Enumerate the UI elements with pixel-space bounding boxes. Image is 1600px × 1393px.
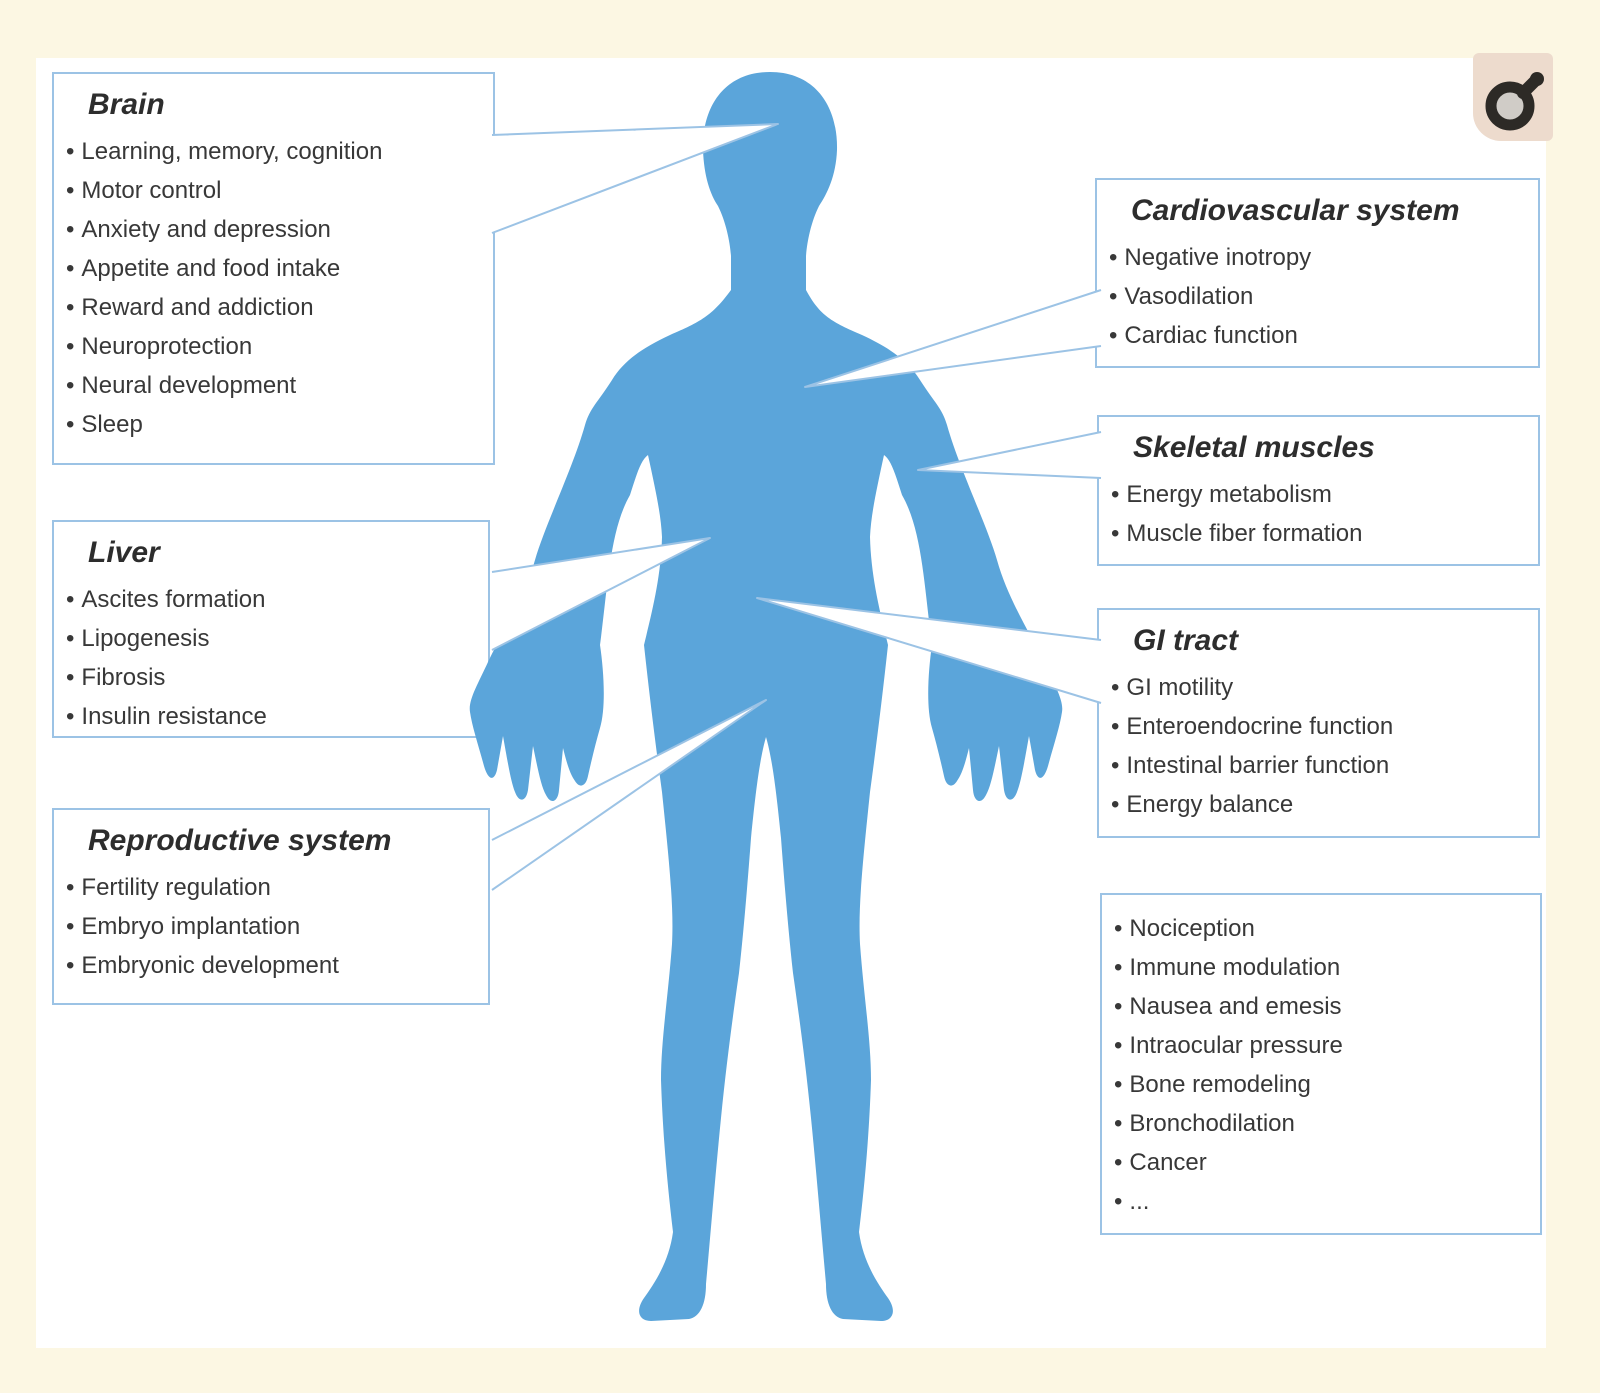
bullet-item: Enteroendocrine function: [1111, 707, 1530, 746]
bullet-item: Nociception: [1114, 909, 1532, 948]
bullet-item: Nausea and emesis: [1114, 987, 1532, 1026]
callout-box-liver: Liver Ascites formationLipogenesisFibros…: [52, 520, 490, 738]
box-title: Liver: [88, 536, 160, 569]
box-items: NociceptionImmune modulationNausea and e…: [1114, 909, 1532, 1221]
bullet-item: Embryo implantation: [66, 907, 480, 946]
bullet-item: Immune modulation: [1114, 948, 1532, 987]
bullet-item: Ascites formation: [66, 580, 480, 619]
box-items: Negative inotropyVasodilationCardiac fun…: [1109, 238, 1530, 355]
bullet-item: Cancer: [1114, 1143, 1532, 1182]
bullet-item: Energy metabolism: [1111, 475, 1530, 514]
callout-box-cardiovascular: Cardiovascular system Negative inotropyV…: [1095, 178, 1540, 368]
male-symbol-icon: [1473, 53, 1553, 141]
bullet-item: Vasodilation: [1109, 277, 1530, 316]
bullet-item: GI motility: [1111, 668, 1530, 707]
bullet-item: Cardiac function: [1109, 316, 1530, 355]
box-items: GI motilityEnteroendocrine functionIntes…: [1111, 668, 1530, 824]
bullet-item: Intraocular pressure: [1114, 1026, 1532, 1065]
bullet-item: Neuroprotection: [66, 327, 485, 366]
box-items: Ascites formationLipogenesisFibrosisInsu…: [66, 580, 480, 736]
bullet-item: Lipogenesis: [66, 619, 480, 658]
box-items: Energy metabolismMuscle fiber formation: [1111, 475, 1530, 553]
box-title: GI tract: [1133, 624, 1239, 657]
box-title: Cardiovascular system: [1131, 194, 1460, 227]
bullet-item: Insulin resistance: [66, 697, 480, 736]
bullet-item: Appetite and food intake: [66, 249, 485, 288]
box-title: Skeletal muscles: [1133, 431, 1375, 464]
bullet-item: Sleep: [66, 405, 485, 444]
bullet-item: Anxiety and depression: [66, 210, 485, 249]
bullet-item: Embryonic development: [66, 946, 480, 985]
callout-box-gi-tract: GI tract GI motilityEnteroendocrine func…: [1097, 608, 1540, 838]
bullet-item: Bronchodilation: [1114, 1104, 1532, 1143]
callout-box-reproductive: Reproductive system Fertility regulation…: [52, 808, 490, 1005]
callout-box-brain: Brain Learning, memory, cognitionMotor c…: [52, 72, 495, 465]
bullet-item: Negative inotropy: [1109, 238, 1530, 277]
bullet-item: Neural development: [66, 366, 485, 405]
box-title: Reproductive system: [88, 824, 392, 857]
bullet-item: Fibrosis: [66, 658, 480, 697]
bullet-item: ...: [1114, 1182, 1532, 1221]
bullet-item: Energy balance: [1111, 785, 1530, 824]
bullet-item: Motor control: [66, 171, 485, 210]
box-items: Learning, memory, cognitionMotor control…: [66, 132, 485, 444]
box-items: Fertility regulationEmbryo implantationE…: [66, 868, 480, 985]
bullet-item: Muscle fiber formation: [1111, 514, 1530, 553]
callout-box-other-functions: NociceptionImmune modulationNausea and e…: [1100, 893, 1542, 1235]
bullet-item: Intestinal barrier function: [1111, 746, 1530, 785]
bullet-item: Learning, memory, cognition: [66, 132, 485, 171]
box-title: Brain: [88, 88, 165, 121]
callout-box-skeletal-muscles: Skeletal muscles Energy metabolismMuscle…: [1097, 415, 1540, 566]
bullet-item: Fertility regulation: [66, 868, 480, 907]
bullet-item: Reward and addiction: [66, 288, 485, 327]
bullet-item: Bone remodeling: [1114, 1065, 1532, 1104]
